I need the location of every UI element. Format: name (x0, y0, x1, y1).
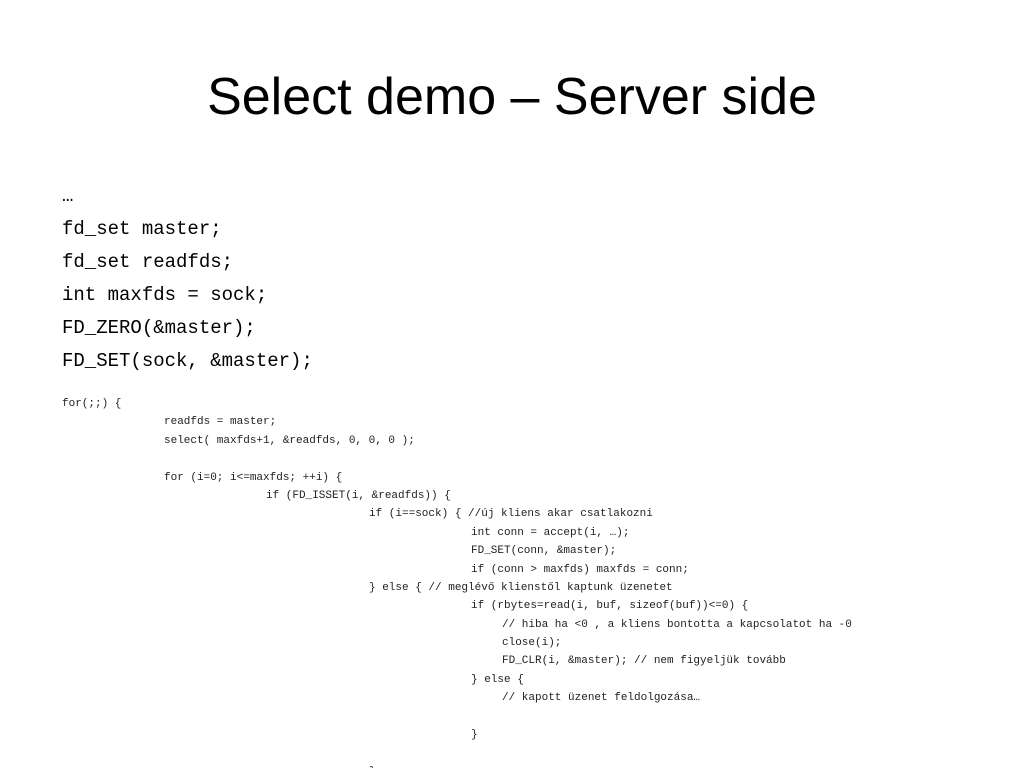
code-line: FD_CLR(i, &master); // nem figyeljük tov… (502, 655, 786, 668)
bullet-line: fd_set readfds; (62, 251, 234, 273)
code-line: if (conn > maxfds) maxfds = conn; (471, 563, 689, 576)
code-line: // hiba ha <0 , a kliens bontotta a kapc… (502, 618, 852, 631)
code-line (62, 708, 852, 726)
code-line: // kapott üzenet feldolgozása… (502, 692, 701, 705)
code-line: readfds = master; (164, 416, 277, 429)
code-line: FD_SET(conn, &master); (471, 545, 617, 558)
code-line (62, 744, 852, 762)
code-line: close(i); (502, 637, 562, 650)
code-line: for (i=0; i<=maxfds; ++i) { (164, 471, 343, 484)
code-line: select( maxfds+1, &readfds, 0, 0, 0 ); (164, 434, 415, 447)
code-line (62, 450, 852, 468)
code-line: for(;;) { (62, 398, 122, 410)
code-line: if (i==sock) { //új kliens akar csatlako… (369, 508, 653, 521)
code-line: if (rbytes=read(i, buf, sizeof(buf))<=0)… (471, 600, 749, 613)
bullet-line: int maxfds = sock; (62, 284, 268, 306)
code-block: for(;;) { readfds = master; select( maxfds… (62, 395, 852, 768)
slide-title: Select demo – Server side (207, 68, 817, 126)
code-line: } (471, 729, 478, 742)
bullet-list: … fd_set master; fd_set readfds; int max… (62, 180, 313, 378)
bullet-line: fd_set master; (62, 218, 222, 240)
bullet-line: … (62, 185, 74, 207)
bullet-line: FD_SET(sock, &master); (62, 350, 313, 372)
bullet-line: FD_ZERO(&master); (62, 317, 256, 339)
code-line: if (FD_ISSET(i, &readfds)) { (266, 489, 451, 502)
code-line: } else { // meglévő klienstől kaptunk üz… (369, 581, 673, 594)
code-line: } (62, 763, 852, 768)
code-line: } else { (471, 673, 524, 686)
code-line: int conn = accept(i, …); (471, 526, 630, 539)
